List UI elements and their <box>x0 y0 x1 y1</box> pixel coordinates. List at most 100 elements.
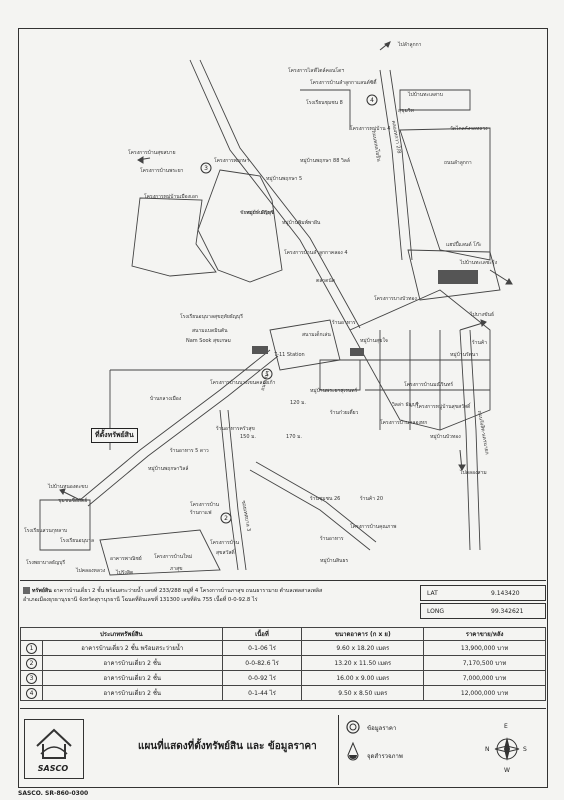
map-label: ภาสุข <box>170 566 183 572</box>
map-label: ร้านอาหาร 5 ดาว <box>170 448 209 454</box>
row-size: 9.50 x 8.50 เมตร <box>301 685 425 701</box>
map-label: หมู่บ้านสินธร <box>320 558 349 564</box>
table-row: 2 อาคารบ้านเดี่ยว 2 ชั้น 0-0-82.6 ไร่ 13… <box>20 655 546 671</box>
map-label: หมู่บ้านพฤกษา 5 <box>266 176 303 182</box>
row-type: อาคารบ้านเดี่ยว 2 ชั้น <box>41 655 223 671</box>
map-label: วัดไกลกังวลหลวง <box>450 126 488 132</box>
row-number: 4 <box>25 687 37 699</box>
map-label: หมู่บ้านบัวทอง <box>430 434 461 440</box>
compass: E N S W <box>479 719 535 779</box>
compass-top: E <box>504 723 508 730</box>
map-label: วิลล่า ธัญบุรี <box>392 402 419 408</box>
legend-photo: จุดสำรวจภาพ <box>367 753 403 760</box>
map-label: ไปบ้านหนองตะขบ <box>48 484 88 490</box>
map-label: หมู่บ้านพิมพ์พาฝัน <box>282 220 321 226</box>
long-label: LONG <box>427 608 444 615</box>
marker-1: 1 <box>265 371 269 378</box>
map-legend: ข้อมูลราคา จุดสำรวจภาพ E N S W <box>338 715 549 785</box>
map-drawing: 4 3 1 2 <box>39 41 513 576</box>
row-area: 0-0-82.6 ไร่ <box>221 655 303 671</box>
map-label: หมู่บ้านพฤกษา 88 วิลล์ <box>300 158 350 164</box>
map-label: สุขุมวิท <box>398 108 414 114</box>
compass-left: N <box>485 746 490 753</box>
long-value: 99.342621 <box>491 608 524 615</box>
legend-price: ข้อมูลราคา <box>367 725 397 732</box>
map-label: โครงการหมู่บ้าน 4 <box>350 126 391 132</box>
map-label: ไปคลองสาม <box>460 470 487 476</box>
row-size: 13.20 x 11.50 เมตร <box>301 655 425 671</box>
logo-text: SASCO <box>37 764 69 773</box>
map-label: 170 ม. <box>286 434 303 440</box>
map-label: ไปคลองหลวง <box>76 568 106 574</box>
map-label: โรงเรียนอนุบาล <box>60 538 95 544</box>
desc-line-2: อำเภอเมืองธุรธานุรธานี จังหวัดสุรานุรธาน… <box>23 597 258 603</box>
row-size: 9.60 x 18.20 เมตร <box>301 640 425 656</box>
lat-value: 9.143420 <box>491 590 520 597</box>
desc-line-1: อาคารบ้านเดี่ยว 2 ชั้น พร้อมสระว่ายน้ำ เ… <box>53 588 323 594</box>
map-label: โครงการบ้านลำลูกกาแลนด์ซิตี้ <box>310 80 377 86</box>
photo-point-icon <box>347 741 359 761</box>
map-label: หมู่บ้านพระยาสุเรนทร์ <box>310 388 358 394</box>
map-label: สุขสวัสดิ์ <box>216 550 235 556</box>
map-label: 7-11 Station <box>274 352 305 358</box>
map-label: โครงการบ้านสุขสบาย <box>128 150 176 156</box>
row-price: 12,000,000 บาท <box>423 685 546 701</box>
row-type: อาคารบ้านเดี่ยว 2 ชั้น <box>41 685 223 701</box>
map-label: อาคารพาณิชย์ <box>110 556 142 562</box>
map-label: โครงการบ้านคลองหก <box>380 420 428 426</box>
desc-bold: ทรัพย์สิน <box>32 588 52 594</box>
table-header-row: ประเภททรัพย์สิน เนื้อที่ ขนาดอาคาร (ก x … <box>20 627 546 641</box>
map-label: หมู่บ้านสุขใจ <box>360 338 388 344</box>
sasco-logo: SASCO <box>24 719 84 779</box>
marker-4: 4 <box>370 97 374 104</box>
map-label: โครงการบ้าน <box>210 540 240 546</box>
map-label: โครงการบ้านคุณภาพ <box>350 524 397 530</box>
map-label: โครงการพฤกษา <box>214 158 250 164</box>
map-label: โครงการบ้านมณีรินทร์ <box>404 382 454 388</box>
row-number: 1 <box>25 642 37 654</box>
row-type: อาคารบ้านเดี่ยว 2 ชั้น พร้อมสระว่ายน้ำ <box>41 640 223 656</box>
map-label: โครงการบ้าน <box>190 502 220 508</box>
table-row: 4 อาคารบ้านเดี่ยว 2 ชั้น 0-1-44 ไร่ 9.50… <box>20 685 546 701</box>
row-price: 13,900,000 บาท <box>423 640 546 656</box>
table-row: 1 อาคารบ้านเดี่ยว 2 ชั้น พร้อมสระว่ายน้ำ… <box>20 640 546 656</box>
map-label: ร้านชุมชน 26 <box>310 496 341 502</box>
lat-label: LAT <box>427 590 438 597</box>
subject-location-label: ที่ตั้งทรัพย์สิน <box>91 428 138 443</box>
map-label: โครงการบ้านใหม่ <box>154 554 193 560</box>
row-price: 7,000,000 บาท <box>423 670 546 686</box>
map-label: ร้านค้า <box>472 340 488 346</box>
lat-box: LAT 9.143420 <box>420 585 546 601</box>
map-label: ไปบ้านทะเลชะรุ้ง <box>460 260 498 266</box>
map-label: 150 ม. <box>240 434 257 440</box>
map-label: 120 ม. <box>290 400 307 406</box>
map-label: ชุมชนซื่อสัตย์ <box>58 498 88 504</box>
house-logo-icon <box>36 728 72 759</box>
marker-3: 3 <box>204 165 208 172</box>
map-label: ร้านอาหารครัวสุข <box>216 426 255 432</box>
map-label: โครงการบางบัวทอง <box>374 296 417 302</box>
col-type: ประเภททรัพย์สิน <box>20 627 223 641</box>
row-area: 0-1-44 ไร่ <box>221 685 303 701</box>
document-code: SASCO. SR-860-0300 <box>18 790 89 797</box>
map-label: โครงการบ้านบางเขนคลองเก้า <box>210 380 276 386</box>
marker-2: 2 <box>224 515 228 522</box>
map-label: Nam Sook สุขเกษม <box>186 338 231 344</box>
map-label: โรงเรียนชุมชน 8 <box>306 100 343 106</box>
map-label: ตลาดนัด <box>316 278 336 284</box>
map-label: ร้านอาหาร <box>320 536 344 542</box>
row-number: 3 <box>25 672 37 684</box>
map-label: โรงเรียนสวนกุหลาบ <box>24 528 68 534</box>
col-area: เนื้อที่ <box>221 627 303 641</box>
col-size: ขนาดอาคาร (ก x ย) <box>301 627 425 641</box>
map-label: ร้านค้า 20 <box>360 496 384 502</box>
row-type: อาคารบ้านเดี่ยว 2 ชั้น <box>41 670 223 686</box>
row-size: 16.00 x 9.00 เมตร <box>301 670 425 686</box>
map-label: โครงการบ้านลำลูกกาคลอง 4 <box>284 250 348 256</box>
map-label: โครงการหมู่บ้านสุขสวัสดิ์ <box>416 404 471 410</box>
map-label: ไปบางขันธ์ <box>470 312 494 318</box>
map-label: ไปลำลูกกา <box>398 42 422 48</box>
compass-bottom: W <box>504 767 510 774</box>
row-price: 7,170,500 บาท <box>423 655 546 671</box>
map-footer: SASCO แผนที่แสดงที่ตั้งทรัพย์สิน และ ข้อ… <box>20 708 546 789</box>
